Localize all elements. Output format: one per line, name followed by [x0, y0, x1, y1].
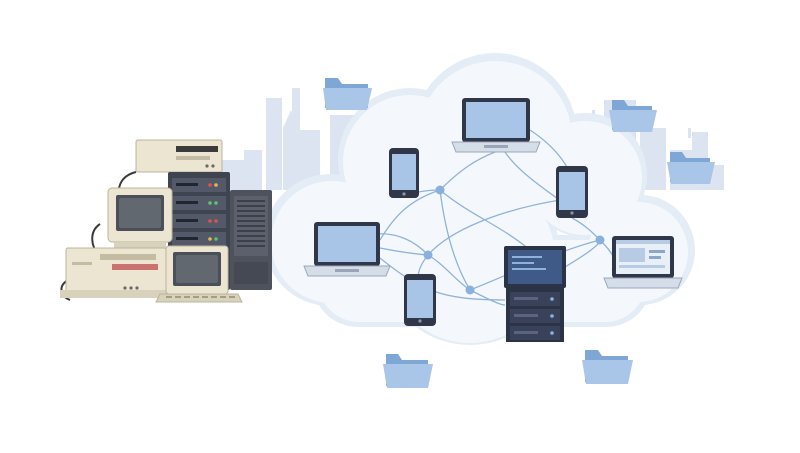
smartphone-icon	[556, 166, 588, 218]
folder-icon	[667, 152, 715, 184]
folder-icon	[609, 100, 657, 132]
network-node	[595, 235, 605, 245]
folder-icon	[383, 354, 433, 388]
network-nodes	[423, 185, 605, 295]
laptop-icon	[603, 236, 683, 289]
folder-icon	[582, 350, 633, 384]
smartphone-icon	[404, 274, 436, 326]
network-node	[465, 285, 475, 295]
network-node	[435, 185, 445, 195]
network-node	[423, 250, 433, 260]
folder-icon	[323, 78, 372, 110]
smartphone-icon	[389, 148, 419, 198]
laptop-icon	[451, 98, 541, 153]
server-rack-icon	[504, 246, 566, 342]
laptop-icon	[303, 222, 391, 277]
old-computers-stack-icon	[60, 139, 272, 303]
